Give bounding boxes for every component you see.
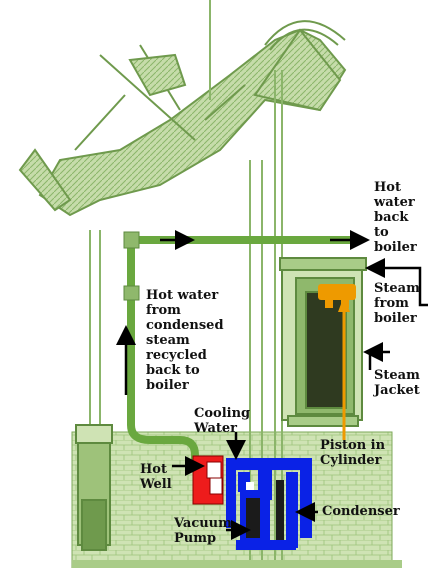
label-steam-from-boiler: Steam from boiler [374,281,420,326]
label-condenser: Condenser [322,504,400,519]
piston [318,284,356,440]
beam-arch-head [264,20,346,51]
label-hot-well: Hot Well [140,462,172,492]
label-steam-jacket: Steam Jacket [374,368,420,398]
pipe-valve-top [123,231,140,249]
walking-beam [18,28,347,217]
label-hot-water-back-to-boiler: Hot water back to boiler [374,180,417,255]
annotation-arrows [116,230,428,540]
cylinder [279,257,367,427]
pipe-valve-middle [123,285,140,301]
air-pump-barrel [75,424,113,551]
label-hot-water-from-condensed-steam: Hot water from condensed steam recycled … [146,288,224,393]
hot-well [192,455,224,505]
label-cooling-water: Cooling Water [194,406,251,436]
label-piston-in-cylinder: Piston in Cylinder [320,438,386,468]
label-vacuum-pump: Vacuum Pump [174,516,232,546]
